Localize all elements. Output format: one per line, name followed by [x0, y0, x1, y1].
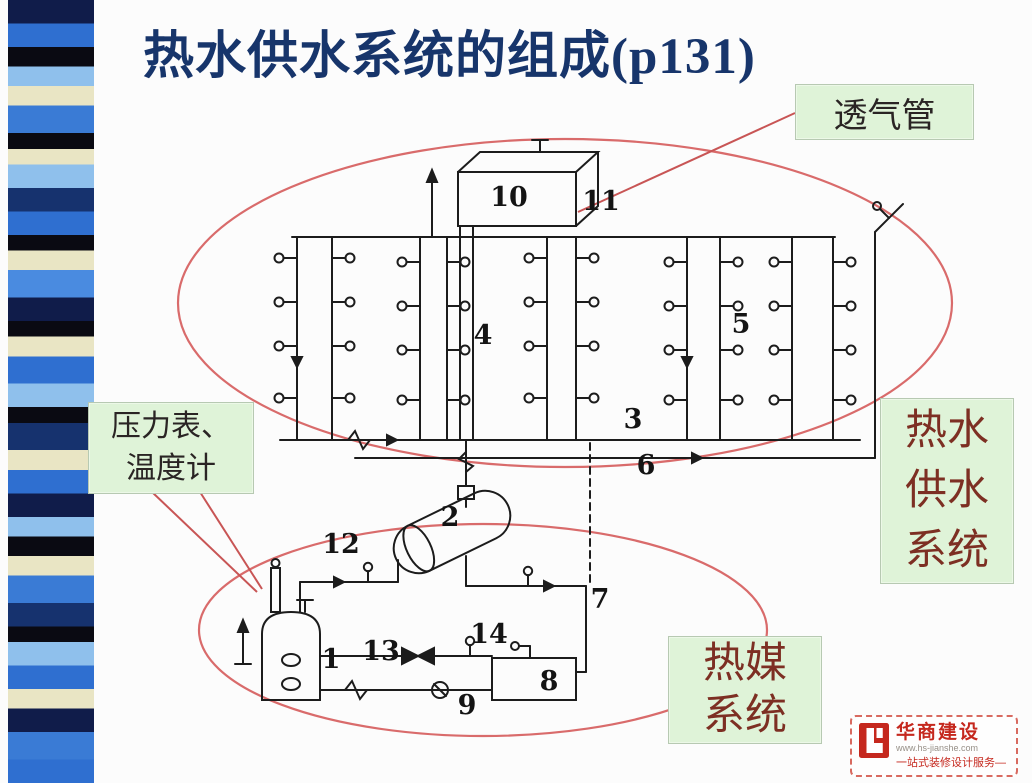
- hot-water-label-line2: 供水: [904, 468, 989, 514]
- hot-water-supply-system-callout: 热水 供水 系统: [880, 398, 1014, 584]
- huashang-logo-icon: [859, 723, 889, 758]
- gauge-leader-line-1: [151, 491, 258, 593]
- callout-leader-lines: [151, 112, 796, 593]
- diagram-number-13: 13: [362, 636, 400, 667]
- brand-name: 华商建设: [896, 722, 981, 743]
- diagram-number-6: 6: [637, 450, 656, 481]
- hot-water-label-line1: 热水: [904, 408, 989, 454]
- heat-exchanger: [392, 489, 512, 575]
- diagram-number-4: 4: [474, 320, 493, 351]
- diagram-number-2: 2: [441, 502, 460, 533]
- heat-medium-system-callout: 热媒 系统: [668, 636, 822, 744]
- vent-pipe-leader-line: [577, 112, 796, 213]
- riser-faucets: [273, 252, 857, 406]
- hot-water-label-line3: 系统: [904, 528, 989, 574]
- diagram-number-8: 8: [540, 666, 559, 697]
- brand-tagline: 一站式装修设计服务—: [896, 757, 1006, 769]
- slide-title: 热水供水系统的组成(p131): [143, 29, 756, 85]
- huashang-logo-box: 华商建设 www.hs-jianshe.com 一站式装修设计服务—: [850, 715, 1018, 777]
- logo-text-block: 华商建设 www.hs-jianshe.com 一站式装修设计服务—: [896, 722, 1006, 770]
- boiler: [234, 558, 321, 701]
- diagram-number-7: 7: [591, 584, 610, 615]
- heat-medium-circle: [197, 522, 769, 738]
- gauge-label-line2: 温度计: [126, 452, 216, 485]
- red-boundary-ellipses: [176, 137, 954, 738]
- vent-pipe-label: 透气管: [833, 97, 936, 135]
- gauge-leader-line-2: [199, 491, 263, 590]
- diagram-number-5: 5: [732, 309, 751, 340]
- risers: [296, 225, 834, 441]
- hot-water-supply-circle: [176, 137, 954, 469]
- diagram-number-9: 9: [458, 690, 477, 721]
- vent-pipe-callout: 透气管: [795, 84, 974, 140]
- heat-medium-label-line2: 系统: [702, 693, 787, 739]
- gauge-label-line1: 压力表、: [111, 410, 231, 443]
- diagram-number-10: 10: [490, 182, 528, 213]
- storage-tank: [457, 139, 601, 227]
- pressure-gauge-thermometer-callout: 压力表、 温度计: [88, 402, 254, 494]
- piping-linework: [234, 139, 904, 701]
- diagram-number-11: 11: [582, 186, 620, 217]
- diagram-number-12: 12: [322, 529, 360, 560]
- diagram-number-1: 1: [322, 644, 341, 675]
- diagram-numbers: 10 11 4 5 3 6 2 12 7 1 13 14 8 9: [322, 182, 751, 721]
- left-decorative-strip: [8, 0, 94, 783]
- heat-medium-label-line1: 热媒: [702, 641, 787, 687]
- diagram-number-14: 14: [470, 619, 508, 650]
- diagram-number-3: 3: [624, 404, 643, 435]
- condensate-tank: [491, 641, 577, 701]
- website-url: www.hs-jianshe.com: [896, 743, 979, 753]
